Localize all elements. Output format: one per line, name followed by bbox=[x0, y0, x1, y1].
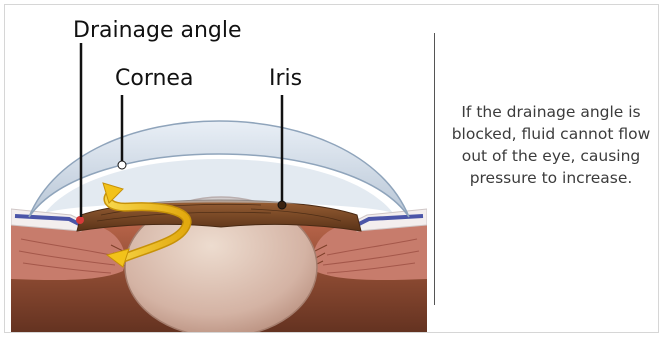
iris-leader-dot bbox=[278, 201, 286, 209]
iris-label: Iris bbox=[269, 66, 302, 91]
drainage-angle-label: Drainage angle bbox=[73, 18, 242, 43]
content-card: Drainage angle Cornea Iris If the draina… bbox=[4, 4, 659, 333]
vertical-divider bbox=[434, 33, 435, 305]
drainage-angle-marker bbox=[76, 216, 84, 224]
eye-cross-section: Drainage angle Cornea Iris bbox=[11, 9, 427, 333]
cornea-leader-dot bbox=[118, 161, 126, 169]
cornea-label: Cornea bbox=[115, 66, 193, 91]
eye-anatomy-illustration: Drainage angle Cornea Iris bbox=[11, 9, 427, 333]
caption-text: If the drainage angle is blocked, fluid … bbox=[447, 101, 655, 189]
